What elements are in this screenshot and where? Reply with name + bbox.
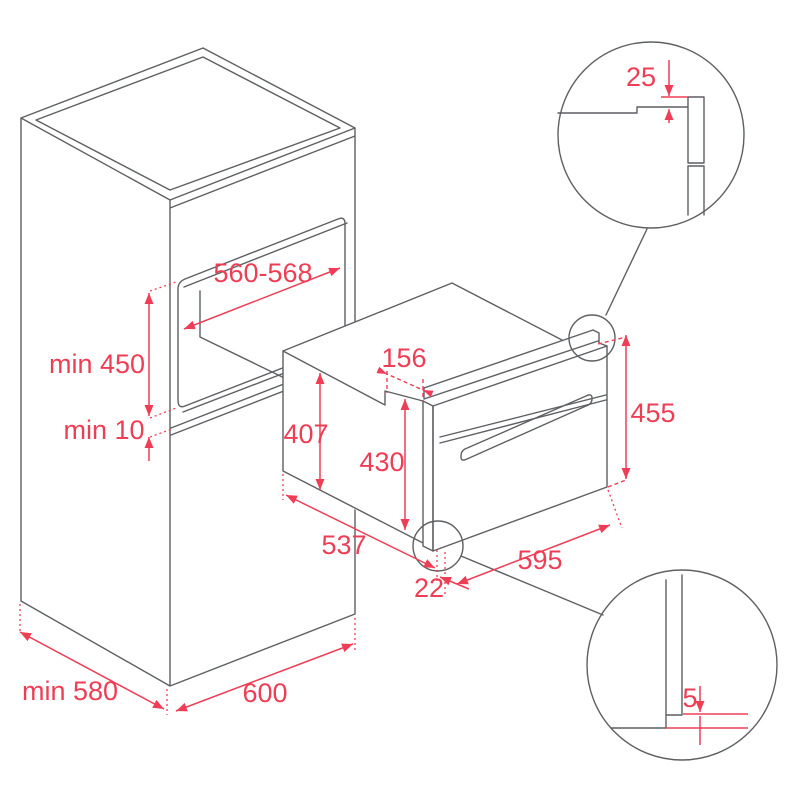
oven-silhouette <box>283 283 607 551</box>
dim-label-min10: min 10 <box>63 415 144 445</box>
dim-label-407: 407 <box>283 419 328 449</box>
dim-front-bottom-overhang: 22 <box>414 573 470 603</box>
dim-label-min450: min 450 <box>49 349 145 379</box>
dim-label-455: 455 <box>630 398 675 428</box>
dim-cabinet-width: 600 <box>175 618 356 712</box>
dim-ext-595-right <box>607 489 623 529</box>
dim-body-height: 407 <box>283 373 329 490</box>
dim-label-25: 25 <box>626 62 656 92</box>
dim-label-5: 5 <box>682 683 697 713</box>
detail-circle-top <box>557 41 745 229</box>
dim-front-inner-height: 430 <box>359 399 410 530</box>
dim-line-22 <box>439 576 470 590</box>
detail-bottom-section-lines <box>610 574 683 729</box>
dim-label-min580: min 580 <box>22 676 118 706</box>
dim-leader-455-bottom <box>607 479 627 488</box>
dim-cabinet-depth: min 580 <box>19 604 168 715</box>
dim-label-560-568: 560-568 <box>213 258 312 288</box>
dim-leader-min450-bottom <box>149 407 177 419</box>
oven-body-edges <box>282 282 563 552</box>
detail-circle-bottom <box>586 569 778 761</box>
dim-line-600 <box>175 643 354 712</box>
dim-top-setback: 156 <box>376 343 434 401</box>
dim-niche-height: min 450 <box>49 281 177 419</box>
dim-line-560-568 <box>183 267 341 330</box>
dim-line-min580 <box>19 631 165 710</box>
dim-label-537: 537 <box>321 530 366 560</box>
dim-front-total-height: 455 <box>597 335 676 488</box>
dim-label-595: 595 <box>517 545 562 575</box>
dim-line-537 <box>285 494 436 569</box>
detail-view-rear-trim: 25 <box>557 41 745 229</box>
cabinet-top-inset-line <box>35 56 341 191</box>
dimension-annotations: 560-568 min 450 min 10 156 407 <box>19 258 676 715</box>
detail-marker-top-circle <box>568 314 616 362</box>
dim-front-width: 595 <box>444 489 623 596</box>
dim-label-22: 22 <box>414 573 444 603</box>
oven-door-handle <box>460 394 593 461</box>
dim-leader-min10 <box>149 428 173 438</box>
dim-leader-min450-top <box>149 281 177 292</box>
niche-interior-lines <box>170 222 348 436</box>
oven-unit <box>282 282 616 572</box>
detail-top-section-lines <box>557 96 705 216</box>
dim-bottom-front-gap: 5 <box>666 683 748 745</box>
dim-body-depth: 537 <box>282 474 438 581</box>
detail-view-bottom-gap: 5 <box>586 569 778 761</box>
dim-line-595 <box>456 524 611 585</box>
oven-door-divider <box>439 394 607 444</box>
dim-label-600: 600 <box>242 678 287 708</box>
dim-niche-width: 560-568 <box>183 258 341 330</box>
leader-to-top-detail <box>605 228 648 316</box>
dim-arrow-156-left <box>376 366 387 374</box>
dim-rear-trim-overlap: 25 <box>626 60 688 123</box>
dim-bottom-clearance: min 10 <box>63 415 173 461</box>
dim-label-430: 430 <box>359 447 404 477</box>
dim-leader-455-top <box>597 336 627 345</box>
dim-arrow-156-right <box>423 390 434 398</box>
dim-label-156: 156 <box>381 343 426 373</box>
